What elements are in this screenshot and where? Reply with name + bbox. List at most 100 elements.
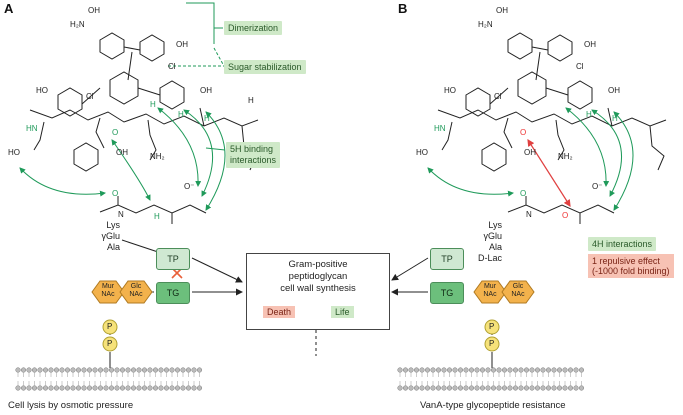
lipid-head bbox=[490, 367, 497, 373]
lipid-head bbox=[556, 385, 563, 391]
lipid-head bbox=[53, 367, 60, 373]
lipid-head bbox=[141, 367, 148, 373]
lipid-head bbox=[578, 385, 585, 391]
lipid-head bbox=[496, 385, 502, 391]
lipid-head bbox=[15, 367, 21, 373]
phosphate-a2 bbox=[102, 336, 118, 352]
lipid-head bbox=[70, 367, 76, 373]
lipid-head bbox=[147, 367, 153, 373]
atom-label: HO bbox=[36, 86, 48, 95]
residue-glu: γGlu bbox=[483, 231, 502, 241]
atom-label: O bbox=[112, 189, 119, 198]
lipid-head bbox=[523, 367, 530, 373]
atom-label: HO bbox=[444, 86, 456, 95]
lipid-head bbox=[86, 385, 93, 391]
phosphate-b1 bbox=[484, 319, 500, 335]
life-label: Life bbox=[331, 306, 354, 318]
lipid-head bbox=[474, 385, 480, 391]
vancomycin-structure-b bbox=[437, 32, 667, 224]
atom-label: OH bbox=[116, 148, 128, 157]
lipid-head bbox=[64, 385, 71, 391]
lipid-head bbox=[490, 385, 497, 391]
membrane-a bbox=[15, 367, 203, 391]
lipid-head bbox=[114, 385, 120, 391]
atom-label: H bbox=[248, 96, 254, 105]
lipid-head bbox=[501, 367, 508, 373]
lipid-head bbox=[185, 367, 192, 373]
lipid-head bbox=[125, 385, 131, 391]
sugar-glc-a bbox=[119, 280, 153, 304]
atom-label: NH₂ bbox=[558, 152, 573, 161]
phosphate-label: P bbox=[107, 322, 113, 331]
peptide-stem-b: Lys γGlu Ala D-Lac bbox=[468, 220, 502, 264]
atom-label: OH bbox=[88, 6, 100, 15]
lipid-head bbox=[130, 385, 137, 391]
mur-text: Mur bbox=[101, 283, 115, 290]
lipid-head bbox=[136, 367, 142, 373]
lipid-head bbox=[424, 367, 431, 373]
lipid-head bbox=[397, 367, 403, 373]
lipid-head bbox=[408, 367, 414, 373]
atom-label: H₂N bbox=[478, 20, 493, 29]
lipid-head bbox=[435, 385, 442, 391]
residue-ala: Ala bbox=[488, 242, 502, 252]
atom-label: H bbox=[204, 114, 210, 123]
lipid-head bbox=[26, 367, 32, 373]
atom-label: HO bbox=[8, 148, 20, 157]
lipid-head bbox=[567, 367, 574, 373]
lipid-head bbox=[446, 367, 453, 373]
lipid-head bbox=[97, 367, 104, 373]
atom-label: OH bbox=[200, 86, 212, 95]
lipid-head bbox=[479, 367, 486, 373]
lipid-head bbox=[452, 367, 458, 373]
atom-label: Cl bbox=[576, 62, 584, 71]
atom-label: Cl bbox=[494, 92, 502, 101]
residue-lys: Lys bbox=[106, 220, 120, 230]
fiveh-binding-label: 5H binding interactions bbox=[226, 142, 281, 168]
phosphate-label: P bbox=[489, 322, 495, 331]
glc-text: Glc bbox=[512, 283, 524, 290]
lipid-head bbox=[397, 385, 403, 391]
lipid-head bbox=[103, 385, 109, 391]
lipid-head bbox=[152, 385, 159, 391]
lipid-head bbox=[136, 385, 142, 391]
atom-label: OH bbox=[496, 6, 508, 15]
residue-ala: Ala bbox=[106, 242, 120, 252]
lipid-head bbox=[518, 367, 524, 373]
lipid-head bbox=[158, 385, 164, 391]
atom-label: H bbox=[586, 110, 592, 119]
lipid-head bbox=[402, 367, 409, 373]
lipid-head bbox=[42, 367, 49, 373]
lipid-head bbox=[501, 385, 508, 391]
lipid-head bbox=[485, 385, 491, 391]
nac-text: NAc bbox=[101, 291, 115, 298]
lipid-head bbox=[463, 385, 469, 391]
lipid-head bbox=[119, 385, 126, 391]
fiveh-line1: 5H binding bbox=[230, 144, 274, 154]
repulsive-label: 1 repulsive effect (-1000 fold binding) bbox=[588, 254, 674, 278]
lipid-head bbox=[567, 385, 574, 391]
fiveh-line2: interactions bbox=[230, 155, 277, 165]
lipid-head bbox=[424, 385, 431, 391]
lipid-head bbox=[545, 367, 552, 373]
callout-lines bbox=[168, 2, 226, 151]
lipid-head bbox=[419, 367, 425, 373]
center-line2: peptidoglycan bbox=[288, 271, 348, 282]
lipid-head bbox=[37, 385, 43, 391]
atom-label: HO bbox=[416, 148, 428, 157]
lipid-head bbox=[573, 385, 579, 391]
lipid-head bbox=[163, 367, 170, 373]
panel-label-b: B bbox=[398, 1, 408, 16]
caption-b: VanA-type glycopeptide resistance bbox=[420, 400, 566, 411]
sugar-glc-b bbox=[501, 280, 535, 304]
lipid-head bbox=[413, 367, 420, 373]
lipid-head bbox=[512, 385, 519, 391]
lipid-head bbox=[562, 367, 568, 373]
lipid-head bbox=[70, 385, 76, 391]
lipid-head bbox=[169, 385, 175, 391]
atom-label: O⁻ bbox=[184, 182, 195, 191]
